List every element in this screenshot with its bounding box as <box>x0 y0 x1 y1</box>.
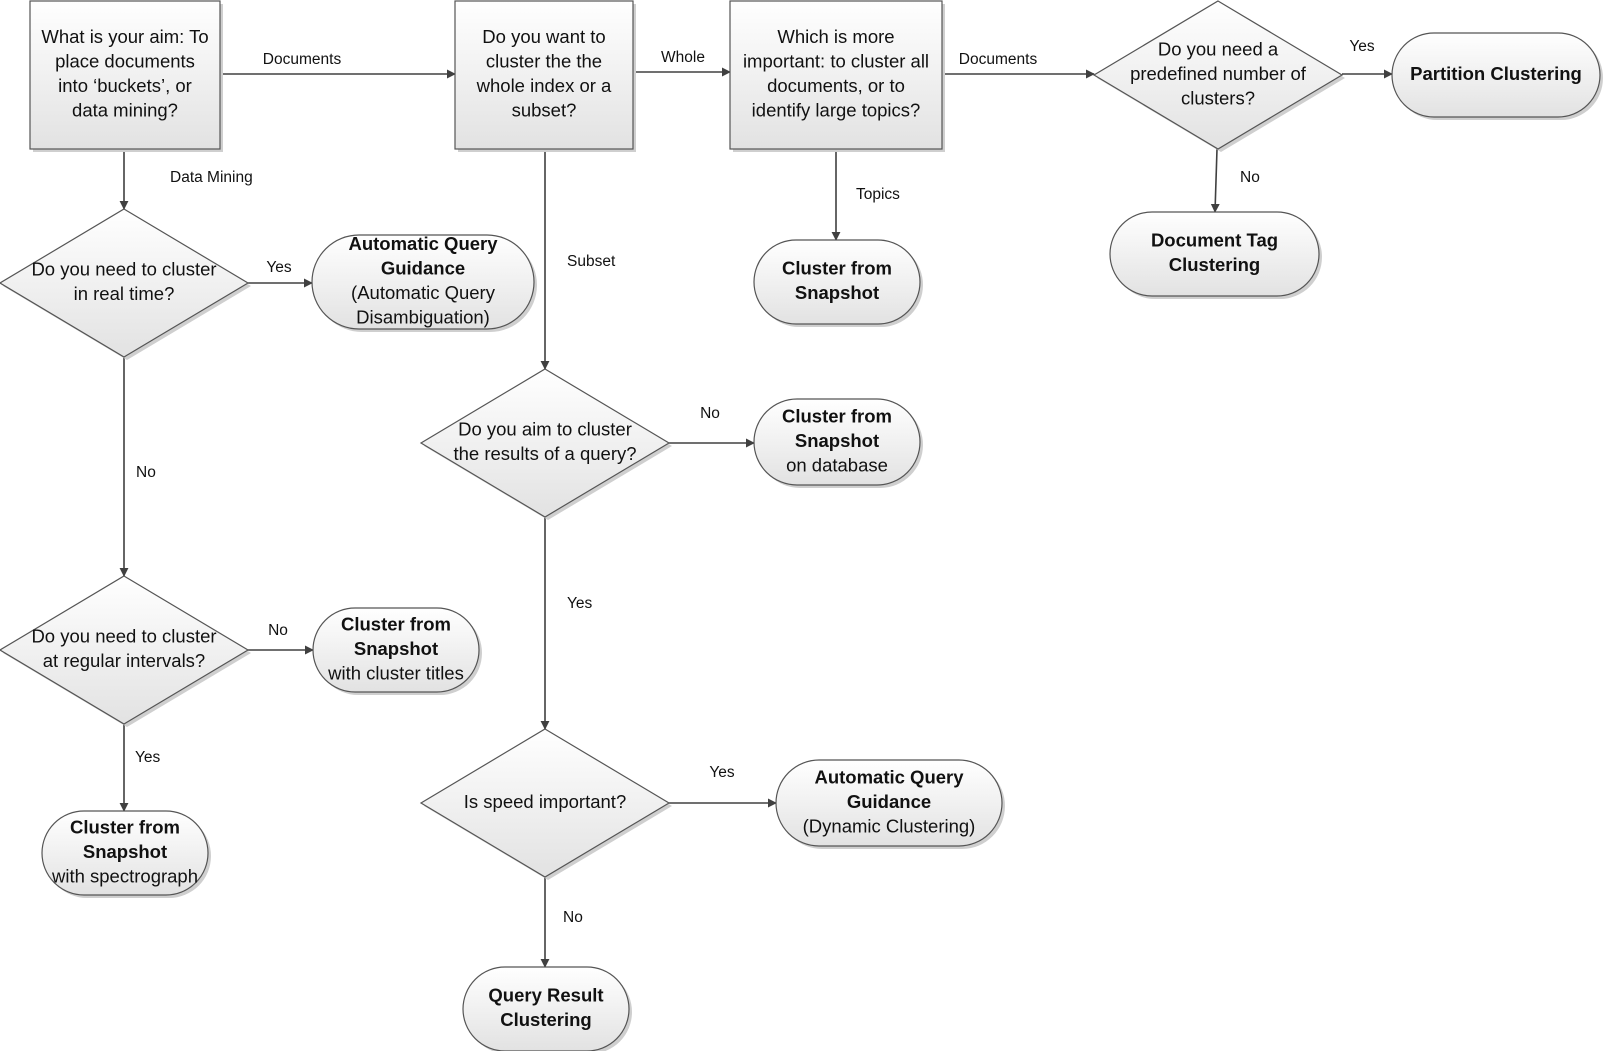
process-node-important: Which is more important: to cluster all do… <box>729 0 945 152</box>
node-text-line: Clustering <box>500 1009 591 1030</box>
edge-label-important-snapshot: Topics <box>856 186 900 203</box>
node-text-line: Snapshot <box>83 841 167 862</box>
node-text-line: Do you need to cluster <box>31 259 216 280</box>
edge-label-results-speed: Yes <box>567 595 593 612</box>
edge-label-predefined-doctag: No <box>1240 169 1260 186</box>
node-text-line: cluster the the <box>486 51 602 72</box>
edge-label-whole-results: Subset <box>567 253 616 270</box>
decision-node-predefined: Do you need a predefined number of cluster… <box>1092 0 1345 152</box>
edge-label-intervals-titles: No <box>268 622 288 639</box>
node-text-line: Do you aim to cluster <box>458 419 632 440</box>
edge-label-speed-queryresult: No <box>563 909 583 926</box>
node-text-line: Guidance <box>381 258 465 279</box>
node-text-line: Snapshot <box>795 430 879 451</box>
edge-label-aim-whole: Documents <box>263 51 342 68</box>
edge-label-predefined-partition: Yes <box>1349 38 1375 55</box>
node-text-line: place documents <box>55 51 195 72</box>
node-text-line: documents, or to <box>767 75 905 96</box>
edge-label-aim-realtime: Data Mining <box>170 169 253 186</box>
decision-node-intervals: Do you need to cluster at regular interva… <box>0 575 251 727</box>
node-text-line: Which is more <box>777 26 894 47</box>
node-text-line: whole index or a <box>476 75 612 96</box>
edge-label-intervals-spectro: Yes <box>135 749 161 766</box>
node-text-line: Cluster from <box>782 258 892 279</box>
node-text-line: into ‘buckets’, or <box>58 75 192 96</box>
process-node-whole-subset: Do you want to cluster the the whole index… <box>454 0 636 152</box>
node-text-line: Cluster from <box>782 405 892 426</box>
node-text-line: data mining? <box>72 100 178 121</box>
node-text-line: on database <box>786 454 888 475</box>
edge-label-realtime-intervals: No <box>136 464 156 481</box>
node-text-line: clusters? <box>1181 87 1255 108</box>
node-text-line: important: to cluster all <box>743 51 929 72</box>
decision-node-speed: Is speed important? <box>419 728 672 880</box>
terminal-node-partition: Partition Clustering <box>1391 32 1603 120</box>
node-text-line: Snapshot <box>795 282 879 303</box>
edge-label-realtime-aqg: Yes <box>266 259 292 276</box>
node-text-line: Do you want to <box>482 26 605 47</box>
node-text-line: Do you need to cluster <box>31 626 216 647</box>
node-text-line: (Automatic Query <box>351 282 496 303</box>
node-text-line: identify large topics? <box>752 100 921 121</box>
node-text-line: in real time? <box>74 283 175 304</box>
process-node-aim: What is your aim: To place documents into … <box>29 0 223 152</box>
node-text-line: Snapshot <box>354 638 438 659</box>
node-text-line: Is speed important? <box>464 791 626 812</box>
decision-node-realtime: Do you need to cluster in real time? <box>0 208 251 360</box>
node-text-line: Guidance <box>847 791 931 812</box>
node-text-line: with spectrograph <box>51 865 198 886</box>
node-text-line: with cluster titles <box>327 662 464 683</box>
node-text-line: Partition Clustering <box>1410 63 1582 84</box>
edges-layer <box>119 67 1393 968</box>
node-text-line: (Dynamic Clustering) <box>803 815 976 836</box>
decision-node-results-query: Do you aim to cluster the results of a qu… <box>419 368 672 520</box>
node-text-line: the results of a query? <box>453 443 636 464</box>
node-text-line: Query Result <box>488 985 603 1006</box>
edge-label-whole-important: Whole <box>661 49 705 66</box>
node-text-line: subset? <box>512 100 577 121</box>
node-text-line: Cluster from <box>70 816 180 837</box>
node-text-line: at regular intervals? <box>43 650 205 671</box>
node-text-line: Do you need a <box>1158 38 1279 59</box>
node-text-line: predefined number of <box>1130 63 1307 84</box>
node-text-line: Document Tag <box>1151 230 1278 251</box>
edge-label-speed-aqgdyn: Yes <box>709 764 735 781</box>
node-text-line: Automatic Query <box>348 233 498 254</box>
edge-label-important-predefined: Documents <box>959 51 1038 68</box>
node-text-line: Automatic Query <box>814 766 964 787</box>
edge-label-results-snapshotdb: No <box>700 405 720 422</box>
node-text-line: Disambiguation) <box>356 307 490 328</box>
edge-predefined-doctag <box>1210 148 1220 213</box>
node-text-line: Clustering <box>1169 254 1260 275</box>
node-text-line: Cluster from <box>341 613 451 634</box>
node-text-line: What is your aim: To <box>41 26 208 47</box>
